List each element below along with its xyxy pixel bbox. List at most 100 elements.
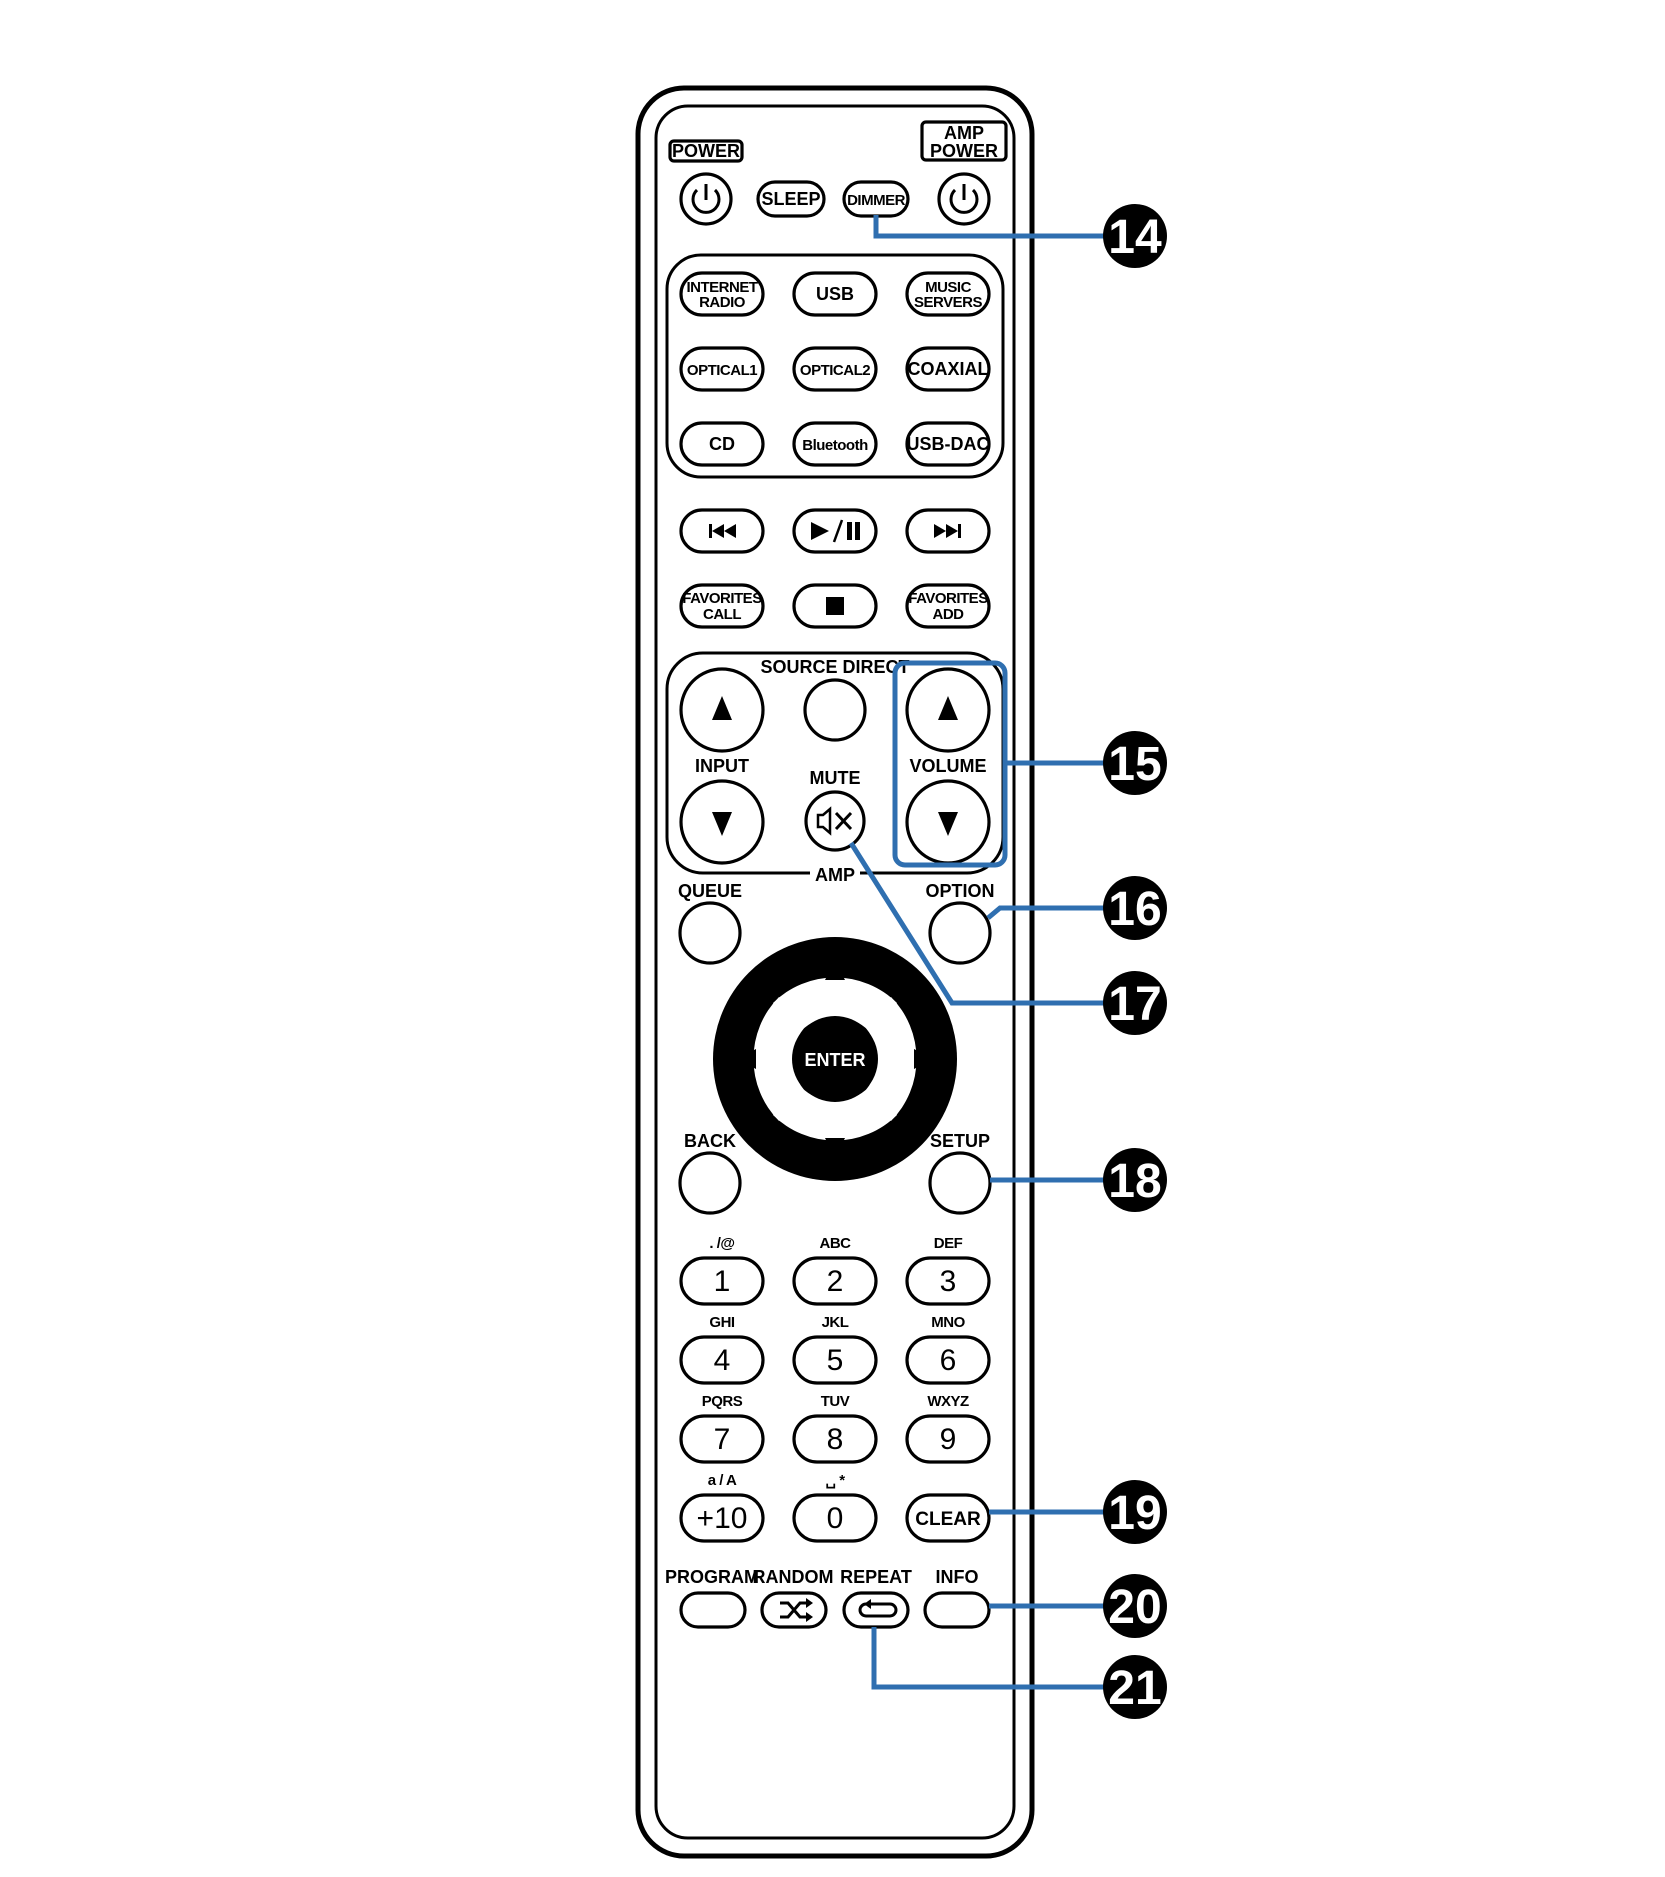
left-arrow-icon bbox=[736, 1049, 756, 1069]
numpad-key[interactable]: 6 bbox=[905, 1335, 991, 1385]
amp-power-button[interactable] bbox=[937, 172, 991, 226]
power-label: POWER bbox=[672, 141, 740, 161]
numpad-key-label: 8 bbox=[827, 1423, 844, 1456]
source-button[interactable]: OPTICAL2 bbox=[792, 346, 878, 392]
numpad-sub-label: WXYZ bbox=[927, 1393, 969, 1410]
setup-label: SETUP bbox=[930, 1131, 990, 1151]
source-button-label: Bluetooth bbox=[802, 437, 868, 454]
numpad-key[interactable]: 3 bbox=[905, 1256, 991, 1306]
enter-button[interactable] bbox=[792, 1016, 878, 1102]
down-arrow-icon bbox=[712, 812, 732, 836]
power-label-box bbox=[668, 139, 744, 163]
source-button[interactable]: COAXIAL bbox=[905, 346, 991, 392]
numpad-key[interactable]: 0 bbox=[792, 1493, 878, 1543]
source-button-label: USB bbox=[816, 284, 854, 304]
numpad-key[interactable]: 8 bbox=[792, 1414, 878, 1464]
mute-button[interactable] bbox=[804, 790, 866, 852]
dpad-up-button[interactable] bbox=[773, 960, 897, 1031]
source-button-label: INTERNET bbox=[687, 279, 758, 296]
option-button[interactable] bbox=[928, 901, 992, 965]
input-up-button[interactable] bbox=[679, 667, 765, 753]
input-label: INPUT bbox=[695, 756, 749, 776]
stop-icon bbox=[826, 597, 844, 615]
favorites-add-button[interactable]: FAVORITES ADD bbox=[905, 583, 991, 629]
numpad-key-label: 6 bbox=[940, 1344, 957, 1377]
option-label: OPTION bbox=[925, 881, 994, 901]
back-label: BACK bbox=[684, 1131, 736, 1151]
dpad-right-button[interactable] bbox=[863, 997, 934, 1121]
back-button[interactable] bbox=[678, 1151, 742, 1215]
numpad-sub-label: PQRS bbox=[702, 1393, 743, 1410]
power-icon bbox=[949, 184, 979, 214]
source-button-label: SERVERS bbox=[914, 294, 982, 311]
source-button-label: RADIO bbox=[699, 294, 746, 311]
remote-body-inner bbox=[654, 104, 1016, 1840]
source-button[interactable]: USB bbox=[792, 271, 878, 317]
up-arrow-icon bbox=[938, 696, 958, 720]
info-button[interactable] bbox=[923, 1591, 991, 1629]
dpad-down-button[interactable] bbox=[773, 1087, 897, 1158]
numpad-key[interactable]: 2 bbox=[792, 1256, 878, 1306]
numpad-sub-label: a / A bbox=[708, 1472, 737, 1489]
down-arrow-icon bbox=[938, 812, 958, 836]
setup-button[interactable] bbox=[928, 1151, 992, 1215]
callout-badge: 18 bbox=[1103, 1148, 1167, 1212]
skip-back-icon bbox=[709, 524, 736, 538]
numpad-sub-label: JKL bbox=[822, 1314, 849, 1331]
source-button-label: OPTICAL2 bbox=[800, 362, 870, 379]
random-button[interactable] bbox=[760, 1591, 828, 1629]
queue-label: QUEUE bbox=[678, 881, 742, 901]
numpad-sub-label: MNO bbox=[931, 1314, 965, 1331]
numpad-key[interactable]: CLEAR bbox=[905, 1493, 991, 1543]
source-button[interactable]: CD bbox=[679, 421, 765, 467]
amp-power-label-line2: POWER bbox=[930, 141, 998, 161]
dpad-left-button[interactable] bbox=[736, 997, 807, 1121]
play-pause-button[interactable] bbox=[792, 508, 878, 554]
numpad-key[interactable]: 1 bbox=[679, 1256, 765, 1306]
up-arrow-icon bbox=[825, 960, 845, 980]
sleep-button[interactable]: SLEEP bbox=[756, 180, 826, 218]
numpad-key-label: 0 bbox=[827, 1502, 844, 1535]
numpad-key[interactable]: +10 bbox=[679, 1493, 765, 1543]
queue-button[interactable] bbox=[678, 901, 742, 965]
mute-label: MUTE bbox=[810, 768, 861, 788]
numpad-key-label: 1 bbox=[714, 1265, 731, 1298]
amp-power-label-box bbox=[920, 120, 1008, 162]
input-down-button[interactable] bbox=[679, 779, 765, 865]
callout-number: 19 bbox=[1108, 1487, 1161, 1540]
callout-line-17 bbox=[848, 841, 1110, 1006]
repeat-button[interactable] bbox=[842, 1591, 910, 1629]
stop-button[interactable] bbox=[792, 583, 878, 629]
amp-label: AMP bbox=[815, 865, 855, 885]
volume-up-button[interactable] bbox=[905, 667, 991, 753]
source-button-label: OPTICAL1 bbox=[687, 362, 757, 379]
shuffle-icon bbox=[780, 1598, 813, 1622]
numpad-key-label: 5 bbox=[827, 1344, 844, 1377]
power-button[interactable] bbox=[679, 172, 733, 226]
volume-down-button[interactable] bbox=[905, 779, 991, 865]
source-direct-button[interactable] bbox=[803, 678, 867, 742]
callout-number: 15 bbox=[1108, 738, 1161, 791]
numpad-key[interactable]: 4 bbox=[679, 1335, 765, 1385]
favorites-add-label-line1: FAVORITES bbox=[908, 590, 988, 607]
callout-line-21 bbox=[871, 1627, 1110, 1690]
dimmer-button[interactable]: DIMMER bbox=[842, 180, 910, 218]
numpad-key[interactable]: 5 bbox=[792, 1335, 878, 1385]
source-button[interactable]: Bluetooth bbox=[792, 421, 878, 467]
numpad-key[interactable]: 7 bbox=[679, 1414, 765, 1464]
program-label: PROGRAM bbox=[665, 1567, 759, 1587]
previous-button[interactable] bbox=[679, 508, 765, 554]
numpad-sub-label: GHI bbox=[709, 1314, 735, 1331]
source-group-frame bbox=[665, 253, 1005, 479]
favorites-call-label-line1: FAVORITES bbox=[682, 590, 762, 607]
numpad-key[interactable]: 9 bbox=[905, 1414, 991, 1464]
next-button[interactable] bbox=[905, 508, 991, 554]
program-button[interactable] bbox=[679, 1591, 747, 1629]
favorites-call-button[interactable]: FAVORITES CALL bbox=[679, 583, 765, 629]
source-button[interactable]: OPTICAL1 bbox=[679, 346, 765, 392]
source-button[interactable]: USB-DAC bbox=[905, 421, 991, 467]
